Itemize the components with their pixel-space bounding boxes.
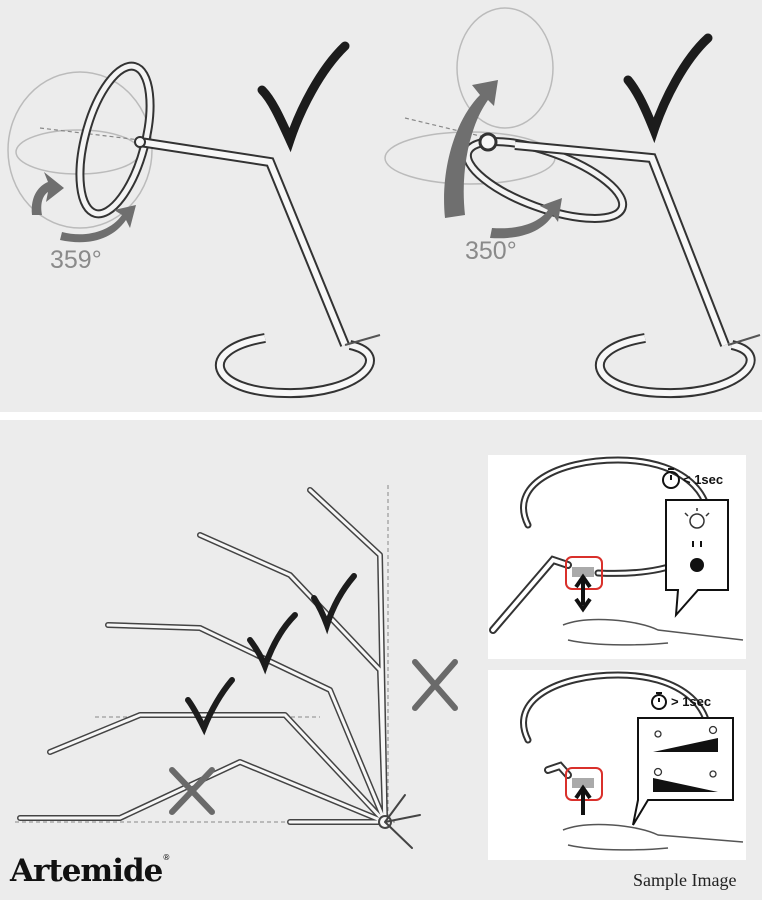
long-touch-label: > 1sec — [671, 694, 712, 709]
tilt-panel: < 1sec > 1sec — [0, 420, 762, 900]
rotation-panel: 359° 350° — [0, 0, 762, 412]
checkmark-icon — [257, 41, 350, 153]
brand-name: Artemide — [10, 853, 163, 889]
bulb-icon — [684, 508, 710, 572]
rotation-arrow-icon — [444, 80, 562, 239]
right-lamp — [384, 7, 761, 399]
rotation-angle-right: 350° — [465, 237, 517, 265]
bulb-icon — [653, 725, 718, 778]
sample-caption: Sample Image — [633, 870, 737, 890]
rotation-illustration — [7, 7, 761, 399]
rotation-arrow-icon — [31, 172, 136, 243]
checkmark-icon — [185, 677, 235, 736]
cross-icon — [412, 659, 458, 711]
stopwatch-icon — [662, 468, 680, 489]
touch-short-card — [488, 455, 746, 659]
short-touch-label: < 1sec — [683, 472, 724, 487]
panel-divider — [0, 412, 762, 420]
checkmark-icon — [623, 33, 713, 144]
checkmark-icon — [311, 573, 357, 635]
left-lamp — [7, 61, 381, 399]
brand-logo: Artemide® — [10, 853, 170, 889]
rotation-angle-left: 359° — [50, 246, 102, 274]
cross-icon — [169, 767, 215, 815]
touch-long-card — [488, 670, 746, 860]
tilt-illustration — [15, 485, 458, 849]
stopwatch-icon — [651, 692, 667, 710]
registered-mark: ® — [162, 853, 170, 862]
checkmark-icon — [247, 612, 298, 675]
